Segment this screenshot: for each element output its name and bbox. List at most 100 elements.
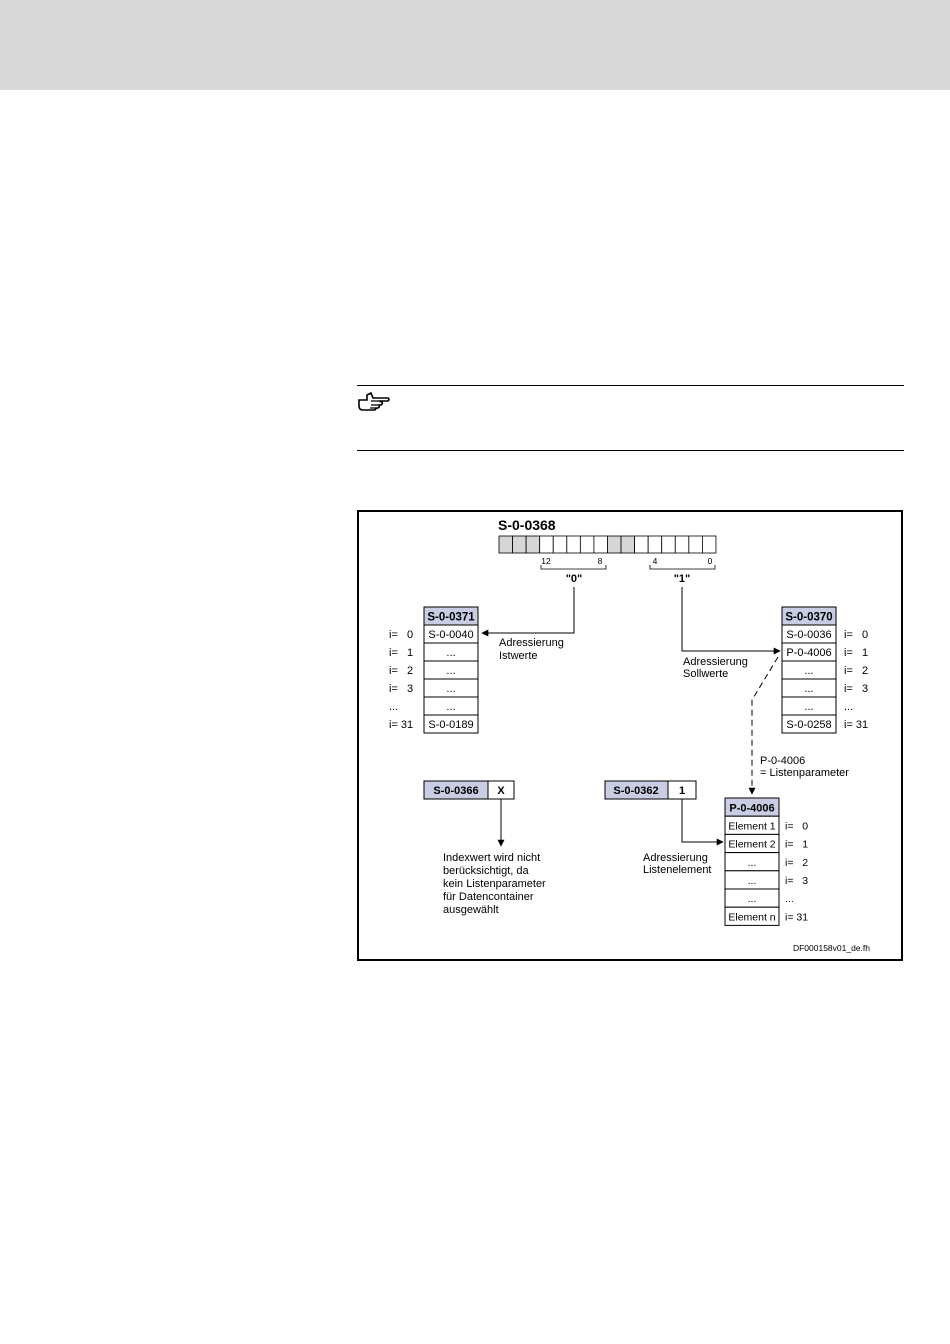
figure-id: DF000158v01_de.fh	[793, 943, 870, 953]
listenparameter-row	[724, 906, 780, 926]
sollwerte-row	[781, 714, 837, 734]
istwerte-label-line2: Istwerte	[499, 650, 538, 662]
sollwerte-row-index: i= 31	[844, 719, 868, 731]
list-label-line1: Adressierung	[643, 852, 708, 864]
listenparameter-row-value: Element 2	[728, 839, 775, 851]
bit-cell	[661, 535, 676, 554]
index-note-line2: berücksichtigt, da	[443, 865, 529, 877]
list-label-line2: Listenelement	[643, 864, 712, 876]
sollwerte-row-index: i= 2	[844, 665, 868, 677]
istwerte-row-index: ...	[389, 701, 398, 713]
bit-label-8: 8	[598, 556, 603, 566]
sollwerte-row-index: i= 3	[844, 683, 868, 695]
sollwerte-row-value: ...	[804, 701, 813, 713]
listenparameter-row-index: i= 2	[785, 857, 808, 869]
listenparameter-row-index: i= 31	[785, 911, 808, 923]
istwerte-row-index: i= 2	[389, 665, 413, 677]
selector-1-label: "1"	[674, 573, 691, 585]
note-bottom-rule	[357, 450, 904, 451]
selector-0-label: "0"	[566, 573, 583, 585]
index-note: Indexwert wird nicht berücksichtigt, da …	[443, 852, 549, 916]
arrow-to-istwerte	[481, 587, 575, 637]
bit-cell	[620, 535, 635, 554]
arrow-to-list-element	[681, 799, 724, 846]
list-index-param-label: S-0-0362	[613, 785, 658, 797]
listenparameter-row-index: i= 0	[785, 820, 808, 832]
listenparameter-row-value: Element 1	[728, 820, 775, 832]
sollwerte-header: S-0-0370	[785, 612, 832, 624]
arrow-to-sollwerte	[681, 587, 781, 655]
sollwerte-label-line2: Sollwerte	[683, 668, 728, 680]
istwerte-row-value: ...	[446, 665, 455, 677]
index-note-line4: für Datencontainer	[443, 891, 534, 903]
istwerte-row-value: ...	[446, 683, 455, 695]
page-header-bar	[0, 0, 950, 90]
sollwerte-row-index: i= 0	[844, 629, 868, 641]
bit-bracket-0	[540, 565, 607, 570]
bit-cell	[688, 535, 703, 554]
bit-cell	[525, 535, 541, 554]
bit-cell	[579, 535, 595, 554]
listen-note-line2: = Listenparameter	[760, 767, 849, 779]
sollwerte-row-value: S-0-0258	[786, 719, 831, 731]
sollwerte-row-value: ...	[804, 665, 813, 677]
listenparameter-row-index: i= 3	[785, 875, 808, 887]
bit-cell	[647, 535, 663, 554]
bit-cell	[552, 535, 568, 554]
listenparameter-row-value: ...	[748, 857, 757, 869]
listenparameter-row-value: ...	[748, 893, 757, 905]
index-note-line5: ausgewählt	[443, 904, 499, 916]
listenparameter-row-index: i= 1	[785, 839, 808, 851]
index-param-label: S-0-0366	[433, 785, 478, 797]
bit-cell	[607, 535, 622, 554]
bit-cell	[674, 535, 690, 554]
istwerte-row-index: i= 0	[389, 629, 413, 641]
bit-label-12: 12	[541, 556, 551, 566]
sollwerte-row-index: i= 1	[844, 647, 868, 659]
istwerte-row-index: i= 1	[389, 647, 413, 659]
bit-label-0: 0	[708, 556, 713, 566]
addressing-diagram: S-0-0368 12 8 4 0 "0" "1" S-0-0371S-0-00…	[389, 517, 870, 953]
sollwerte-label-line1: Adressierung	[683, 656, 748, 668]
istwerte-row-value: ...	[446, 647, 455, 659]
bit-bracket-1	[649, 565, 716, 570]
bit-cell	[593, 535, 608, 554]
note-top-rule	[357, 385, 904, 386]
sollwerte-row-value: S-0-0036	[786, 629, 831, 641]
istwerte-label-line1: Adressierung	[499, 637, 564, 649]
index-note-line1: Indexwert wird nicht	[443, 852, 540, 864]
bit-cell	[566, 535, 581, 554]
listen-note-line1: P-0-4006	[760, 755, 805, 767]
sollwerte-row-value: ...	[804, 683, 813, 695]
istwerte-row-value: S-0-0189	[428, 719, 473, 731]
istwerte-header: S-0-0371	[427, 612, 475, 624]
bit-label-4: 4	[653, 556, 658, 566]
sollwerte-row-value: P-0-4006	[786, 647, 831, 659]
index-value-label: X	[497, 785, 505, 797]
bit-cell	[539, 535, 554, 554]
listenparameter-header: P-0-4006	[729, 803, 774, 815]
main-param-label: S-0-0368	[498, 517, 556, 533]
bit-cell	[702, 535, 717, 554]
bit-field	[498, 535, 717, 554]
index-note-line3: kein Listenparameter	[443, 878, 546, 890]
list-index-value-label: 1	[679, 785, 685, 797]
istwerte-row-value: ...	[446, 701, 455, 713]
sollwerte-row-index: ...	[844, 701, 853, 713]
dashed-arrow-to-listenparameter	[748, 656, 779, 795]
bit-cell	[498, 535, 513, 554]
bit-cell	[512, 535, 527, 554]
bit-cell	[634, 535, 649, 554]
listenparameter-row-value: ...	[748, 875, 757, 887]
listenparameter-row-value: Element n	[728, 911, 775, 923]
istwerte-row-index: i= 3	[389, 683, 413, 695]
istwerte-row	[423, 714, 479, 734]
istwerte-row-index: i= 31	[389, 719, 413, 731]
istwerte-row-value: S-0-0040	[428, 629, 473, 641]
pointing-hand-icon	[358, 391, 390, 411]
listenparameter-row-index: ...	[785, 893, 794, 905]
